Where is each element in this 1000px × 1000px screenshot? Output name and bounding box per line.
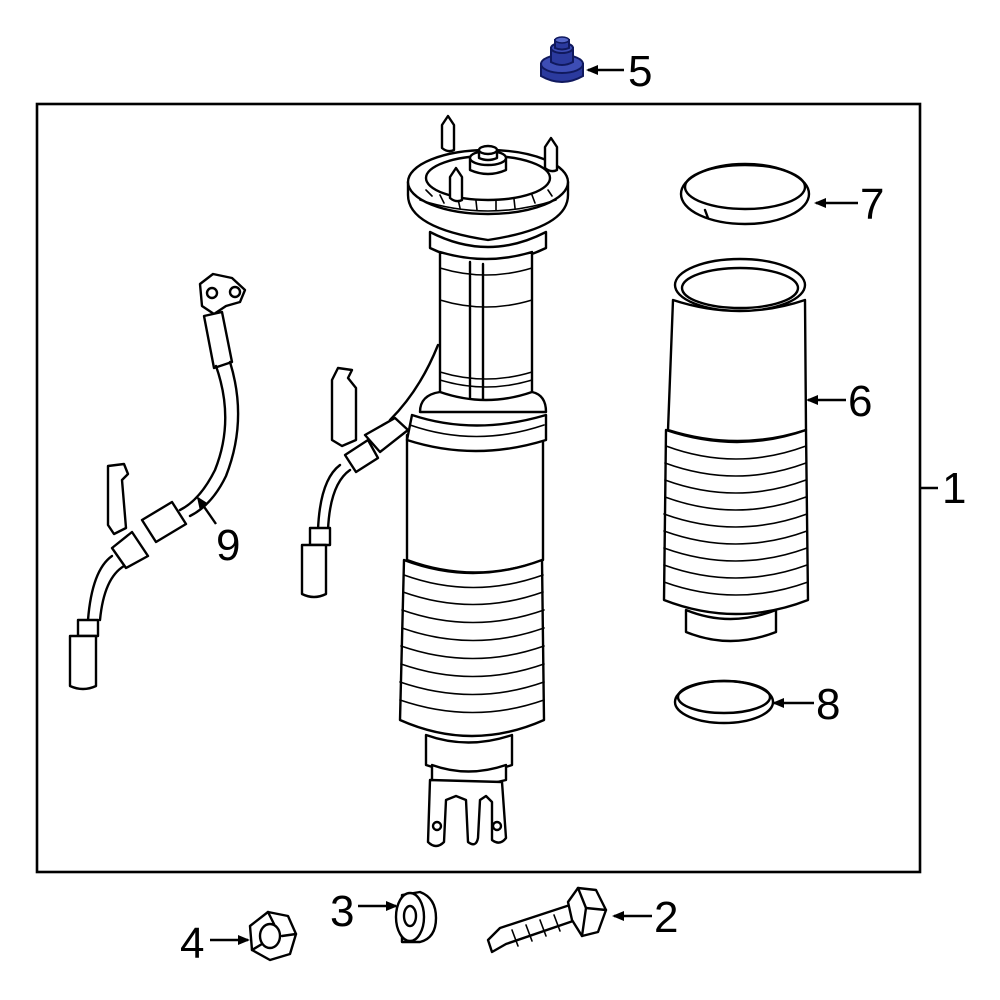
callout-5[interactable]: 5 bbox=[586, 47, 652, 96]
nut-part-4[interactable] bbox=[248, 910, 298, 962]
air-spring-part-6[interactable] bbox=[662, 257, 810, 643]
callout-1[interactable]: 1 bbox=[920, 464, 966, 513]
callout-1-label: 1 bbox=[942, 464, 966, 513]
callout-3-label: 3 bbox=[330, 887, 354, 936]
clamp-ring-part-7[interactable] bbox=[679, 162, 811, 226]
callout-2[interactable]: 2 bbox=[612, 893, 678, 942]
callout-8-label: 8 bbox=[816, 680, 840, 729]
callout-5-label: 5 bbox=[628, 47, 652, 96]
callout-4-label: 4 bbox=[180, 919, 204, 968]
nut-part-5[interactable] bbox=[540, 36, 584, 83]
callout-4[interactable]: 4 bbox=[180, 919, 250, 968]
strut-sensor-harness bbox=[300, 343, 440, 599]
callout-6-label: 6 bbox=[848, 377, 872, 426]
callout-7[interactable]: 7 bbox=[814, 180, 884, 229]
callout-2-label: 2 bbox=[654, 893, 678, 942]
clamp-ring-part-8[interactable] bbox=[673, 679, 775, 725]
callout-8[interactable]: 8 bbox=[772, 680, 840, 729]
callout-7-label: 7 bbox=[860, 180, 884, 229]
sensor-cable-part-9[interactable] bbox=[68, 272, 247, 691]
air-strut-assembly[interactable] bbox=[398, 114, 570, 848]
washer-part-3[interactable] bbox=[394, 890, 438, 944]
callout-9-label: 9 bbox=[216, 521, 240, 570]
callout-9[interactable]: 9 bbox=[196, 496, 240, 570]
callout-6[interactable]: 6 bbox=[806, 377, 872, 426]
bolt-part-2[interactable] bbox=[486, 886, 608, 954]
callout-3[interactable]: 3 bbox=[330, 887, 398, 936]
